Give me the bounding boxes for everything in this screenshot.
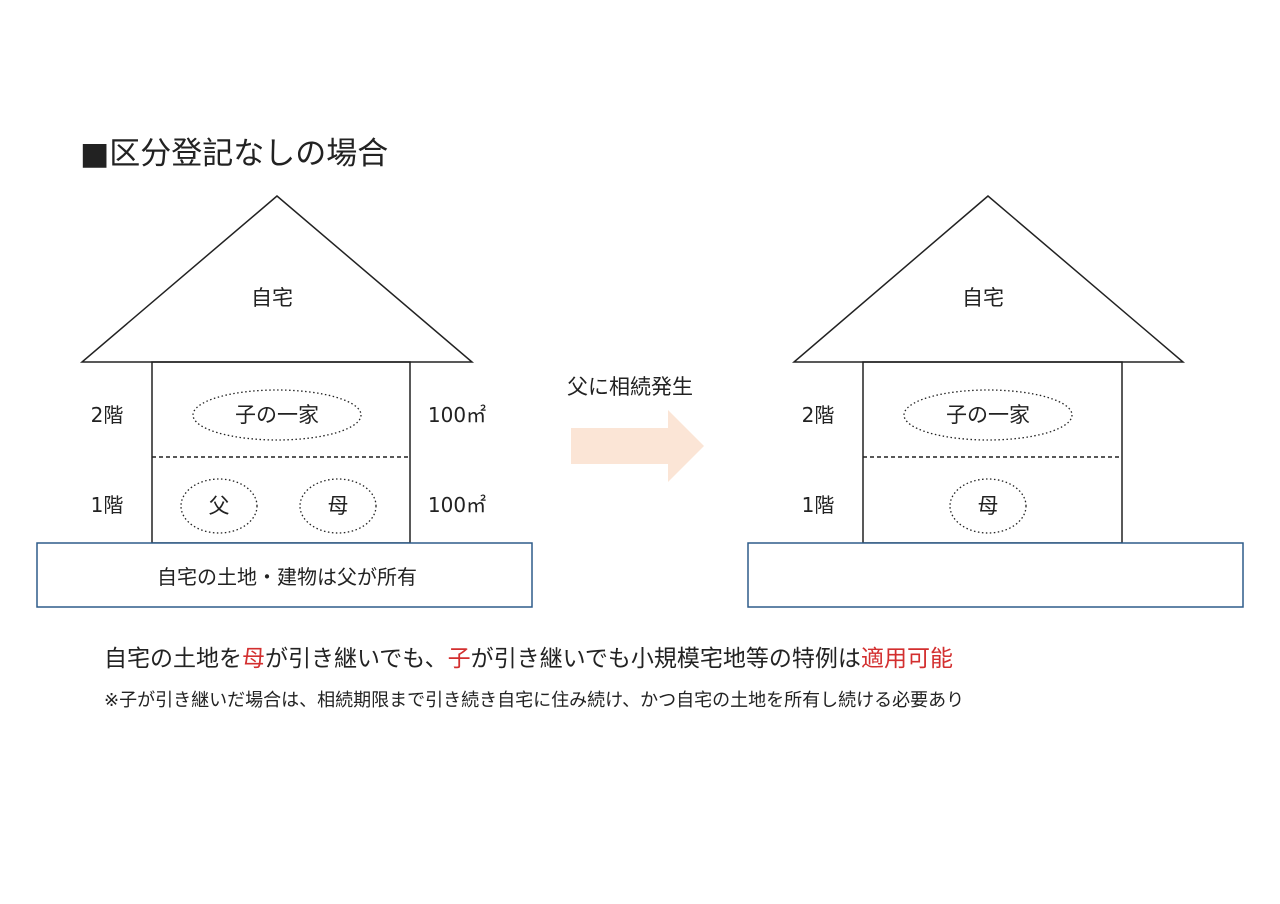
left-land-label: 自宅の土地・建物は父が所有 <box>157 565 417 589</box>
page-title: ■区分登記なしの場合 <box>80 136 389 172</box>
main-note: 自宅の土地を母が引き継いでも、子が引き継いでも小規模宅地等の特例は適用可能 <box>104 642 953 676</box>
arrow-icon <box>571 410 704 482</box>
right-mother-ellipse <box>949 478 1027 534</box>
right-floor1-label: 1階 <box>802 493 835 517</box>
left-house-body <box>151 361 411 544</box>
left-floor2-label: 2階 <box>91 403 124 427</box>
sub-note: ※子が引き継いだ場合は、相続期限まで引き続き自宅に住み続け、かつ自宅の土地を所有… <box>104 690 965 711</box>
left-father-ellipse <box>180 478 258 534</box>
right-child-family-ellipse <box>903 389 1073 441</box>
left-floor2-area: 100㎡ <box>428 403 486 427</box>
note-highlight-mother: 母 <box>242 646 265 672</box>
note-part: が引き継いでも、 <box>265 646 448 672</box>
note-part: 自宅の土地を <box>104 646 242 672</box>
right-child-family-label: 子の一家 <box>946 403 1030 427</box>
left-child-family-label: 子の一家 <box>235 403 319 427</box>
left-child-family-ellipse <box>192 389 362 441</box>
left-mother-label: 母 <box>328 494 349 518</box>
left-floor1-area: 100㎡ <box>428 493 486 517</box>
left-floor1-label: 1階 <box>91 493 124 517</box>
right-mother-label: 母 <box>978 494 999 518</box>
left-roof-label: 自宅 <box>251 286 293 310</box>
right-roof-label: 自宅 <box>962 286 1004 310</box>
left-house-roof <box>79 195 475 363</box>
note-part: が引き継いでも小規模宅地等の特例は <box>470 646 861 672</box>
right-land-box <box>747 542 1244 608</box>
inheritance-arrow: 父に相続発生 <box>567 375 704 482</box>
left-house: 自宅 2階 1階 100㎡ 100㎡ 子の一家 父 母 自宅の土地・建物は父が所… <box>36 195 533 608</box>
right-house-roof <box>791 195 1186 363</box>
left-land-box <box>36 542 533 608</box>
note-highlight-child: 子 <box>447 646 471 672</box>
note-highlight-applicable: 適用可能 <box>860 646 953 672</box>
left-mother-ellipse <box>299 478 377 534</box>
right-house: 自宅 2階 1階 子の一家 母 <box>747 195 1244 608</box>
left-father-label: 父 <box>209 494 230 518</box>
arrow-label: 父に相続発生 <box>567 375 693 399</box>
right-floor2-label: 2階 <box>802 403 835 427</box>
